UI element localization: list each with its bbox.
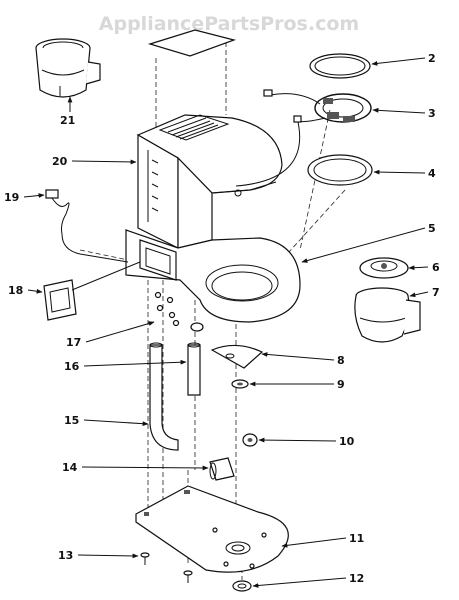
carafe-lid-part — [359, 257, 409, 279]
watermark: AppliancePartsPros.com — [99, 13, 359, 35]
callout-20: 20 — [52, 155, 68, 168]
connector-part — [209, 457, 235, 481]
housing-part — [136, 29, 283, 249]
power-wire — [235, 121, 301, 187]
inlet-tube-part — [149, 342, 179, 451]
callout-17: 17 — [66, 336, 81, 349]
callout-4: 4 — [428, 167, 436, 180]
foot-part — [232, 580, 252, 592]
callout-10: 10 — [339, 435, 355, 448]
switch-part — [43, 261, 141, 321]
callout-labels: 2 3 4 5 6 7 8 9 10 11 12 13 14 15 16 17 … — [4, 52, 440, 585]
callout-11: 11 — [349, 532, 364, 545]
washer-part — [231, 379, 249, 389]
grommet-part — [190, 322, 204, 332]
callout-16: 16 — [64, 360, 80, 373]
callout-6: 6 — [432, 261, 440, 274]
leader-lines — [23, 57, 429, 588]
base-plate-part — [135, 485, 289, 573]
bottom-screw-part — [140, 552, 150, 565]
thermostat-wire — [61, 233, 129, 263]
callout-8: 8 — [337, 354, 345, 367]
callout-13: 13 — [58, 549, 73, 562]
callout-3: 3 — [428, 107, 436, 120]
callout-5: 5 — [428, 222, 436, 235]
outlet-tube-part — [187, 342, 201, 396]
callout-14: 14 — [62, 461, 78, 474]
heating-element-part — [263, 89, 372, 123]
screws-part — [154, 291, 180, 327]
callout-18: 18 — [8, 284, 23, 297]
base-part — [125, 229, 301, 323]
callout-19: 19 — [4, 191, 19, 204]
gasket-part — [309, 53, 371, 79]
carafe-part — [354, 287, 421, 343]
callout-21: 21 — [60, 114, 75, 127]
bottom-screw-part-2 — [183, 570, 193, 583]
vent-grille — [167, 117, 219, 140]
callout-15: 15 — [64, 414, 79, 427]
brew-basket-part — [35, 38, 101, 98]
water-level-marks — [151, 159, 159, 212]
check-valve-part — [242, 433, 258, 447]
thermostat-part — [45, 189, 70, 235]
callout-12: 12 — [349, 572, 364, 585]
callout-2: 2 — [428, 52, 436, 65]
callout-9: 9 — [337, 378, 345, 391]
warming-plate-part — [307, 154, 373, 186]
check-valve-plate-part — [210, 344, 264, 369]
callout-7: 7 — [432, 286, 440, 299]
